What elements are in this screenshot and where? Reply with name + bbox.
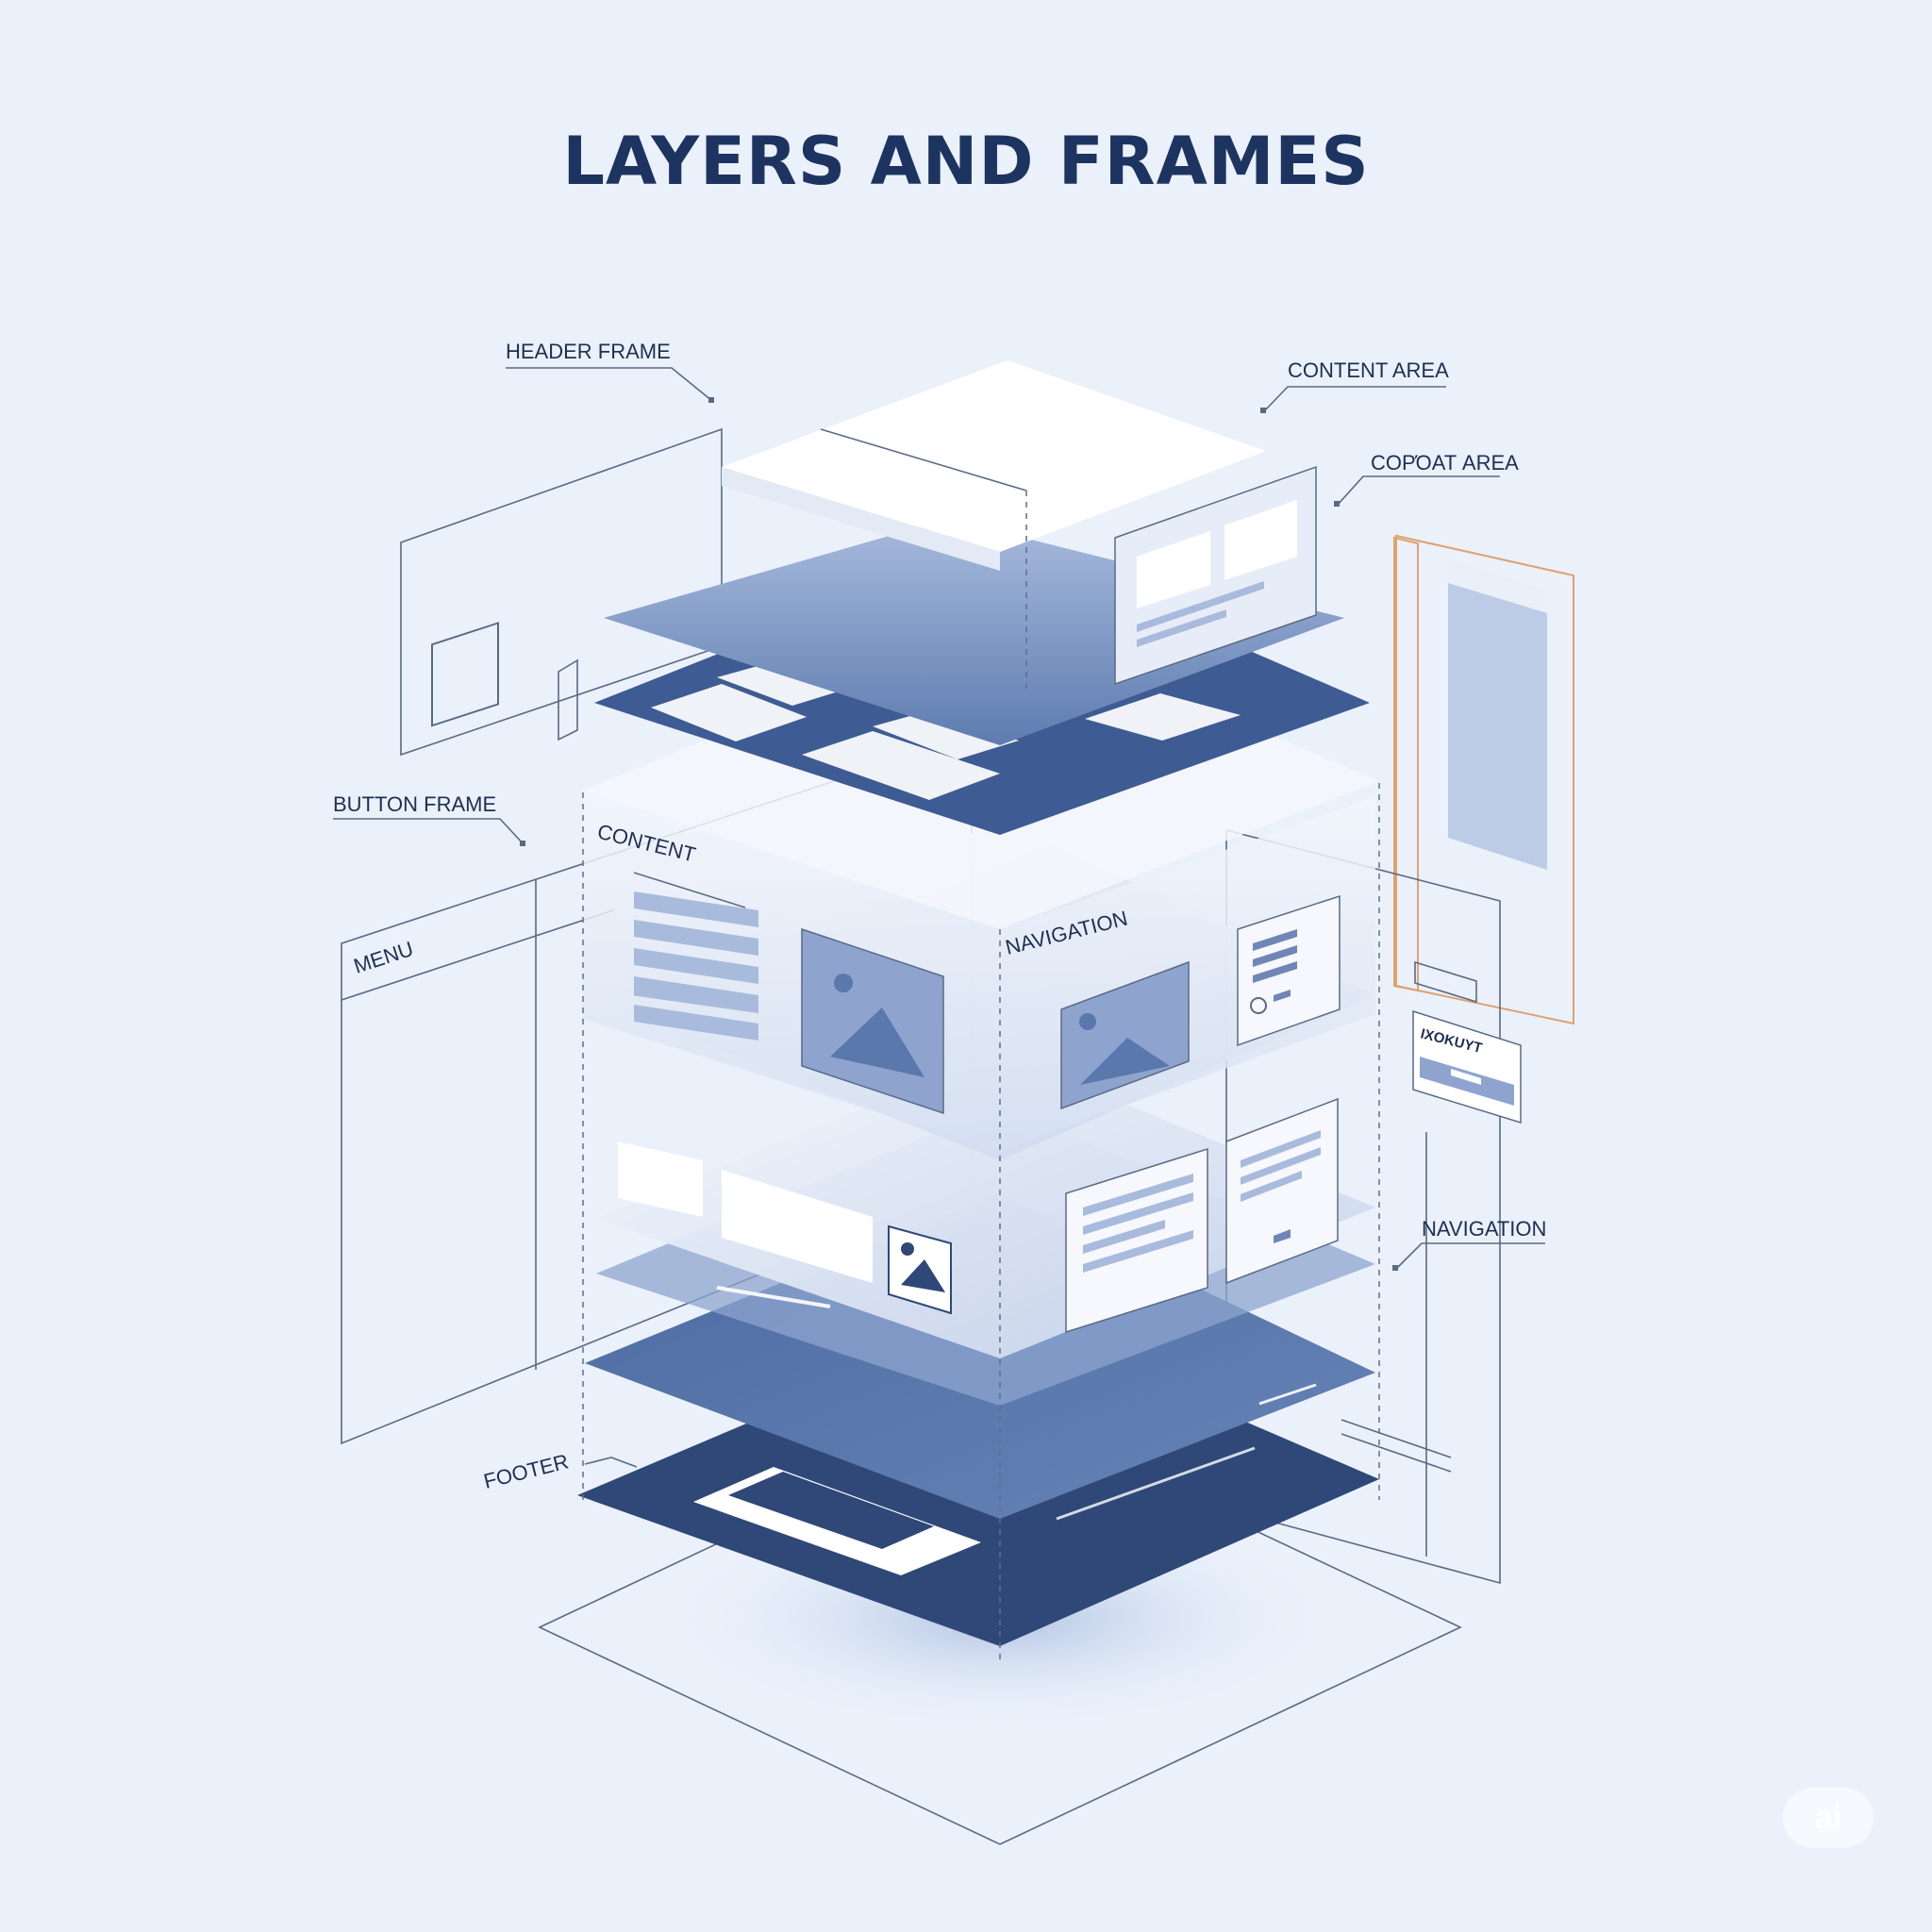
top-white-slab — [722, 360, 1266, 552]
footer-label: FOOTER — [481, 1449, 571, 1492]
top-slab-ridge — [820, 428, 1027, 491]
callout-content-area: CONTENT AREA — [1260, 358, 1449, 413]
small-input-frame — [1414, 960, 1477, 1004]
header-browser-tile-2 — [1224, 500, 1297, 580]
widget-card-btn — [1451, 1069, 1481, 1085]
lower-layer-glint — [716, 1286, 831, 1308]
left-small-bar — [558, 658, 578, 741]
right-orange-bar — [1393, 536, 1419, 992]
text-card-right-lines — [1253, 929, 1297, 983]
lower-doc-card-right — [1225, 1097, 1339, 1285]
header-browser-line-1 — [1137, 581, 1264, 632]
right-orange-panel — [1395, 534, 1574, 1025]
lower-image-sun — [901, 1242, 914, 1256]
callout-button-frame: BUTTON FRAME — [333, 792, 525, 846]
image-card-left-sun — [834, 974, 853, 992]
header-frame-label: HEADER FRAME — [506, 340, 671, 363]
image-card-right-sun — [1079, 1013, 1096, 1030]
widget-card-bar — [1420, 1057, 1514, 1106]
lower-image-mountain — [901, 1259, 945, 1292]
callout-navigation-right: NAVIGATION — [1392, 1217, 1546, 1271]
lower-doc-right-lines — [1241, 1130, 1321, 1202]
mid-blue-glint — [1258, 1383, 1317, 1406]
lower-card-a — [618, 1141, 703, 1217]
lower-card-b — [722, 1170, 873, 1283]
right-wire-line-b — [1341, 1433, 1452, 1473]
callout-content-area-2: COΡΌΑΤ AREA — [1334, 451, 1519, 507]
header-browser-line-2 — [1137, 609, 1226, 647]
right-wire-line-a — [1341, 1419, 1452, 1458]
lower-doc-card — [1065, 1147, 1208, 1334]
watermark-badge: ai — [1783, 1788, 1874, 1848]
image-card-right-mountain — [1080, 1038, 1170, 1085]
right-tall-panel-top — [1448, 561, 1547, 613]
content-area-label: CONTENT AREA — [1288, 358, 1449, 382]
text-card-right-dot — [1250, 997, 1267, 1014]
lower-doc-lines — [1083, 1174, 1193, 1273]
header-browser-tile-1 — [1137, 531, 1210, 608]
text-card-right-pill — [1274, 990, 1291, 1002]
left-square-frame — [431, 622, 499, 727]
menu-panel-header-line — [341, 909, 614, 1001]
navigation-right-label: NAVIGATION — [1422, 1217, 1546, 1241]
button-frame-label: BUTTON FRAME — [333, 792, 496, 816]
callout-header-frame: HEADER FRAME — [506, 340, 714, 403]
text-block-left — [634, 891, 758, 1041]
lower-doc-right-pill — [1274, 1229, 1291, 1243]
footer-bar-2 — [728, 1472, 934, 1549]
footer-glint — [1056, 1446, 1256, 1521]
text-heading-line — [633, 872, 746, 908]
right-tall-panel — [1448, 561, 1547, 870]
page-title: LAYERS AND FRAMES — [562, 123, 1369, 200]
content-area-2-label: COΡΌΑΤ AREA — [1371, 451, 1519, 475]
top-slab-side — [722, 467, 1000, 571]
image-card-left-mountain — [830, 1008, 924, 1077]
header-dark-layer-tiles — [651, 660, 1241, 800]
menu-label: MENU — [351, 937, 416, 978]
